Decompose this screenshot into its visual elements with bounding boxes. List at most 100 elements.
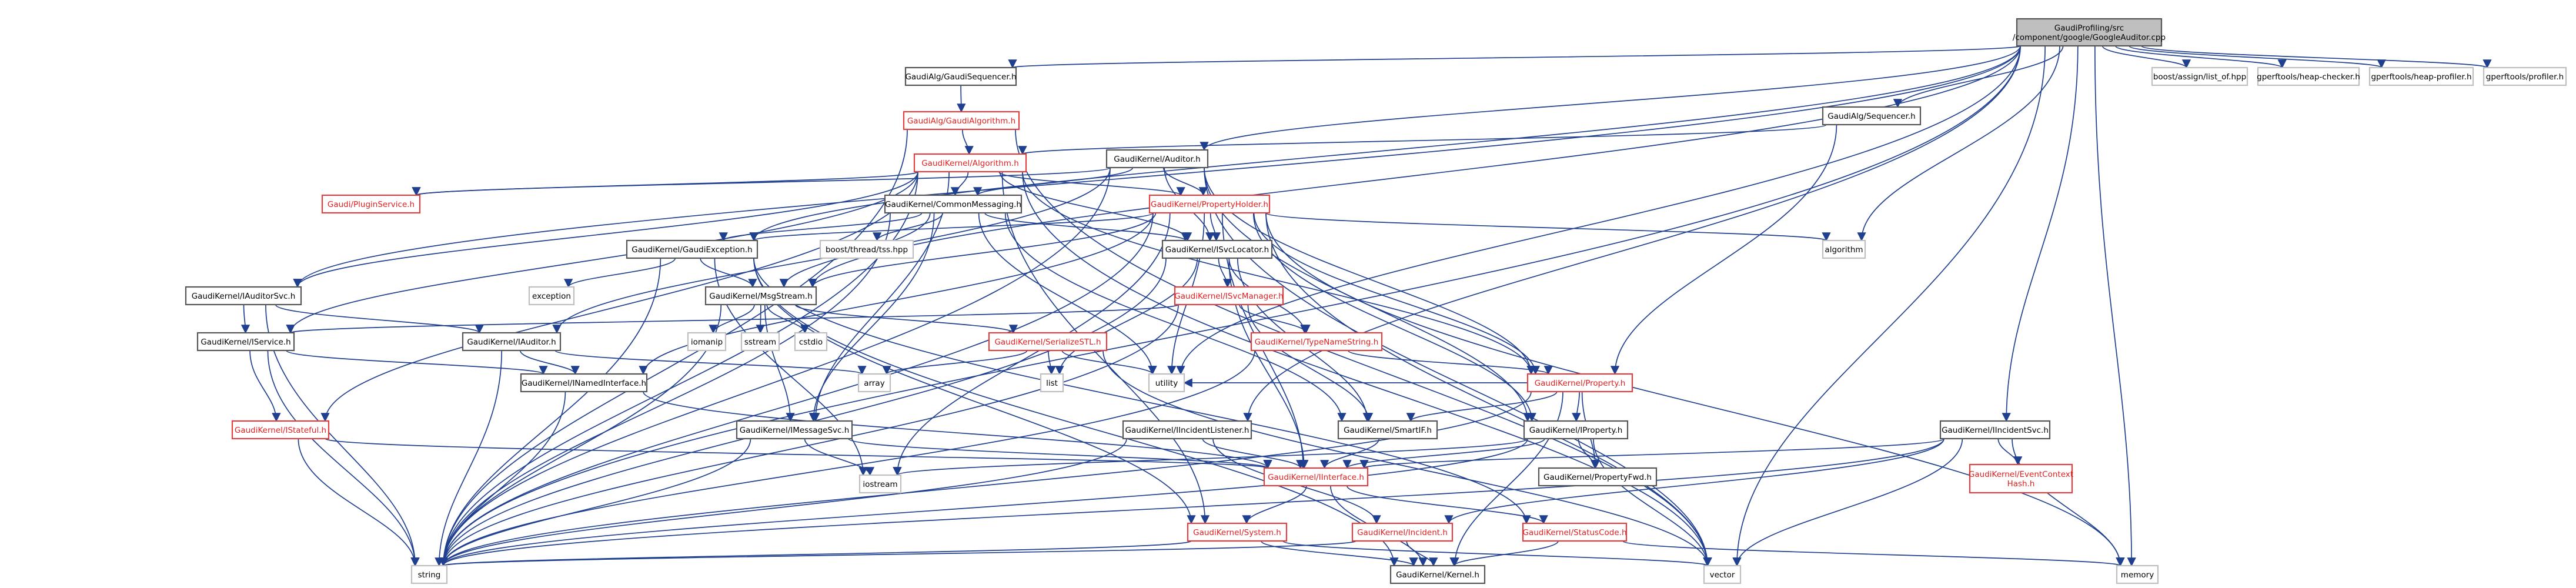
- node-incident[interactable]: GaudiKernel/Incident.h: [1351, 522, 1454, 542]
- node-iomanip[interactable]: iomanip: [687, 332, 727, 352]
- node-heapchecker[interactable]: gperftools/heap-checker.h: [2257, 66, 2360, 86]
- node-property[interactable]: GaudiKernel/Property.h: [1526, 373, 1633, 393]
- include-edge-commonmessaging-to-string: [439, 212, 891, 567]
- include-edge-typenamestring-to-string: [439, 350, 1255, 567]
- node-iservice[interactable]: GaudiKernel/IService.h: [196, 332, 295, 352]
- node-imessagesvc[interactable]: GaudiKernel/IMessageSvc.h: [736, 420, 853, 440]
- node-propertyholder[interactable]: GaudiKernel/PropertyHolder.h: [1148, 194, 1271, 214]
- include-edge-property-to-smartif: [1406, 391, 1558, 422]
- node-gaudialgorithm[interactable]: GaudiAlg/GaudiAlgorithm.h: [903, 111, 1020, 131]
- node-label: gperftools/heap-profiler.h: [2371, 72, 2471, 82]
- node-statuscode[interactable]: GaudiKernel/StatusCode.h: [1522, 522, 1628, 542]
- include-edge-isvclocator-to-isvcmanager: [1218, 258, 1232, 288]
- node-isvclocator[interactable]: GaudiKernel/ISvcLocator.h: [1161, 239, 1273, 259]
- node-iostream[interactable]: iostream: [858, 474, 902, 494]
- node-exception[interactable]: exception: [528, 286, 575, 306]
- include-edge-iincidentlistener-to-string: [439, 438, 1127, 567]
- node-isvcmanager[interactable]: GaudiKernel/ISvcManager.h: [1174, 286, 1284, 306]
- include-edge-algorithm-to-iservice: [286, 171, 918, 334]
- node-istateful[interactable]: GaudiKernel/IStateful.h: [231, 420, 330, 440]
- node-label: boost/assign/list_of.hpp: [2153, 72, 2246, 82]
- node-iincidentlistener[interactable]: GaudiKernel/IIncidentListener.h: [1122, 420, 1252, 440]
- node-box: [1337, 420, 1438, 440]
- node-commonmessaging[interactable]: GaudiKernel/CommonMessaging.h: [884, 194, 1023, 214]
- include-edge-msgstream-to-imessagesvc: [764, 304, 795, 422]
- node-iinterface[interactable]: GaudiKernel/IInterface.h: [1263, 467, 1369, 487]
- node-iproperty[interactable]: GaudiKernel/IProperty.h: [1523, 420, 1629, 440]
- node-label: GaudiAlg/Sequencer.h: [1827, 112, 1915, 121]
- node-vector[interactable]: vector: [1703, 564, 1742, 584]
- node-root[interactable]: GaudiProfiling/src/component/google/Goog…: [2013, 18, 2166, 47]
- include-edge-propertyholder-to-iostream: [893, 212, 1171, 476]
- node-msgstream[interactable]: GaudiKernel/MsgStream.h: [704, 286, 817, 306]
- node-threadtss[interactable]: boost/thread/tss.hpp: [819, 239, 914, 259]
- include-edge-propertyholder-to-string: [439, 212, 1154, 567]
- node-box: [794, 332, 828, 352]
- node-label: GaudiKernel/StatusCode.h: [1523, 528, 1627, 537]
- node-box: [410, 564, 448, 584]
- node-smartif[interactable]: GaudiKernel/SmartIF.h: [1337, 420, 1438, 440]
- dependency-edges: [240, 45, 2492, 567]
- include-edge-root-to-heapprofiler: [2128, 45, 2386, 69]
- node-label: Hash.h: [2007, 479, 2035, 489]
- include-edge-gaudiexception-to-kernel: [753, 258, 1399, 567]
- node-cstdio[interactable]: cstdio: [794, 332, 828, 352]
- node-inamedinterface[interactable]: GaudiKernel/INamedInterface.h: [520, 373, 648, 393]
- node-propertyfwd[interactable]: GaudiKernel/PropertyFwd.h: [1538, 467, 1658, 487]
- include-edge-auditor-to-pluginservice: [412, 167, 1111, 196]
- node-iauditorsvc[interactable]: GaudiKernel/IAuditorSvc.h: [185, 286, 302, 306]
- node-kernel[interactable]: GaudiKernel/Kernel.h: [1389, 564, 1486, 584]
- include-edge-isvcmanager-to-string: [439, 304, 1179, 567]
- include-edge-root-to-gaudiseq: [1009, 45, 2021, 69]
- node-typenamestring[interactable]: GaudiKernel/TypeNameString.h: [1250, 332, 1383, 352]
- node-array[interactable]: array: [857, 373, 891, 393]
- include-edge-iproperty-to-string: [439, 438, 1528, 567]
- node-box: [913, 153, 1027, 173]
- node-std_algorithm[interactable]: algorithm: [1822, 239, 1866, 259]
- node-sstream[interactable]: sstream: [740, 332, 780, 352]
- node-list[interactable]: list: [1040, 373, 1064, 393]
- include-edge-iinterface-to-statuscode: [1346, 485, 1548, 524]
- node-label: Gaudi/PluginService.h: [328, 200, 415, 209]
- include-edge-imessagesvc-to-string: [439, 438, 751, 567]
- node-box: [740, 332, 780, 352]
- include-edge-root-to-iincidentsvc: [2002, 45, 2079, 422]
- node-box: [1526, 373, 1633, 393]
- include-edge-root-to-memory: [2094, 45, 2136, 567]
- node-gaudiseq[interactable]: GaudiAlg/GaudiSequencer.h: [904, 66, 1017, 86]
- node-boostassign[interactable]: boost/assign/list_of.hpp: [2151, 66, 2248, 86]
- node-string[interactable]: string: [410, 564, 448, 584]
- node-utility[interactable]: utility: [1148, 373, 1185, 393]
- node-box: [1822, 106, 1922, 126]
- node-heapprofiler[interactable]: gperftools/heap-profiler.h: [2368, 66, 2474, 86]
- node-auditor[interactable]: GaudiKernel/Auditor.h: [1105, 149, 1209, 169]
- include-edge-root-to-auditor: [1200, 45, 2021, 151]
- node-pluginservice[interactable]: Gaudi/PluginService.h: [321, 194, 421, 214]
- node-iincidentsvc[interactable]: GaudiKernel/IIncidentSvc.h: [1939, 420, 2051, 440]
- node-box: [858, 474, 902, 494]
- node-iauditor[interactable]: GaudiKernel/IAuditor.h: [462, 332, 562, 352]
- node-system[interactable]: GaudiKernel/System.h: [1187, 522, 1288, 542]
- include-edge-root-to-iauditorsvc: [293, 45, 2021, 288]
- node-label: GaudiKernel/PropertyFwd.h: [1543, 473, 1652, 482]
- include-edge-iincidentsvc-to-iinterface: [1360, 438, 1944, 469]
- include-edge-system-to-kernel: [1261, 540, 1418, 567]
- node-label: iostream: [863, 480, 897, 489]
- node-label: GaudiKernel/PropertyHolder.h: [1151, 200, 1268, 209]
- node-label: memory: [2121, 570, 2154, 580]
- include-edge-sequencer-to-property: [1610, 124, 1837, 375]
- include-edge-propertyholder-to-msgstream: [808, 212, 1157, 288]
- node-memory[interactable]: memory: [2116, 564, 2159, 584]
- include-edge-commonmessaging-to-imessagesvc: [808, 212, 935, 422]
- include-edge-iincidentsvc-to-vector: [1732, 438, 1963, 567]
- include-edge-istateful-to-iinterface: [325, 438, 1272, 469]
- node-gaudiexception[interactable]: GaudiKernel/GaudiException.h: [626, 239, 759, 259]
- node-profiler[interactable]: gperftools/profiler.h: [2483, 66, 2567, 86]
- node-box: [1389, 564, 1486, 584]
- include-edge-istateful-to-string: [298, 438, 420, 567]
- node-algorithm[interactable]: GaudiKernel/Algorithm.h: [913, 153, 1027, 173]
- node-sequencer[interactable]: GaudiAlg/Sequencer.h: [1822, 106, 1922, 126]
- node-serializestl[interactable]: GaudiKernel/SerializeSTL.h: [988, 332, 1108, 352]
- node-label: utility: [1155, 379, 1178, 388]
